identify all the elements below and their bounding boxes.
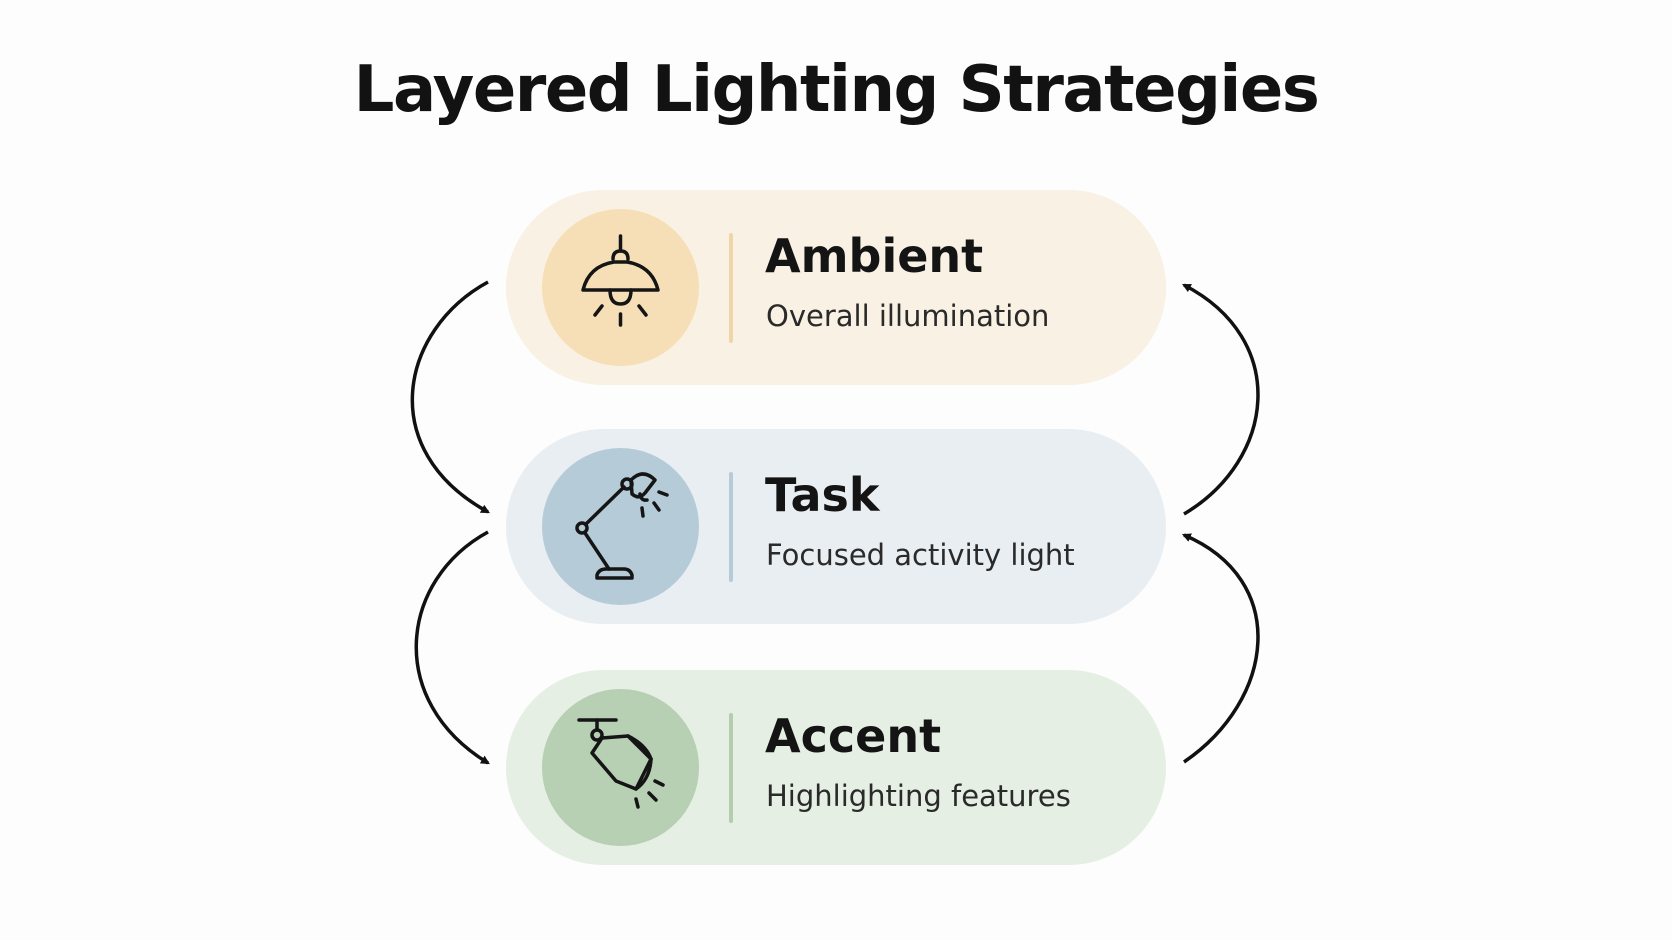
card-divider [729,233,733,343]
layer-card-task: Task Focused activity light [506,429,1166,624]
ambient-icon-circle [542,209,699,366]
pendant-lamp-icon [581,234,660,327]
layer-title: Ambient [765,229,984,283]
arrow-ambient-to-task [410,280,490,514]
layer-title: Task [765,468,880,522]
layer-card-accent: Accent Highlighting features [506,670,1166,865]
card-divider [729,713,733,823]
accent-icon-circle [542,689,699,846]
arrow-task-to-accent [414,530,490,765]
spotlight-icon [577,718,665,809]
layer-description: Highlighting features [766,779,1071,813]
page-title: Layered Lighting Strategies [353,53,1320,127]
layer-description: Overall illumination [766,299,1050,333]
card-divider [729,472,733,582]
desk-lamp-icon [575,472,669,580]
layer-title: Accent [765,709,942,763]
layer-description: Focused activity light [766,538,1075,572]
task-icon-circle [542,448,699,605]
arrow-accent-to-task [1181,533,1260,764]
layer-card-ambient: Ambient Overall illumination [506,190,1166,385]
arrow-task-to-ambient [1182,283,1260,516]
